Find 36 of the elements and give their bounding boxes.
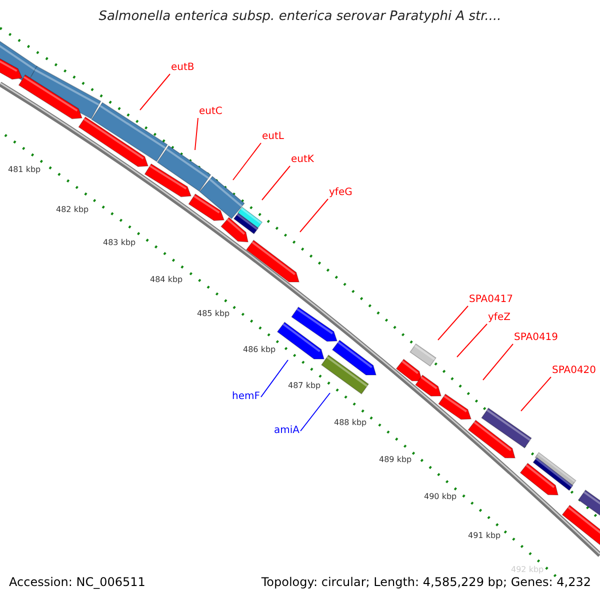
title: Salmonella enterica subsp. enterica serovar Paratyphi A str.... <box>98 10 502 23</box>
scale-label: 489 kbp <box>379 456 412 464</box>
scale-label: 487 kbp <box>288 382 321 390</box>
gene-label: yfeG <box>329 188 352 198</box>
genome-summary-text: Topology: circular; Length: 4,585,229 bp; Genes: 4,232 <box>261 576 591 588</box>
gene-label: eutC <box>199 107 222 117</box>
scale-label: 488 kbp <box>334 419 367 427</box>
leader-line <box>300 198 328 232</box>
scale-label: 481 kbp <box>8 166 41 174</box>
scale-label: 484 kbp <box>150 276 183 284</box>
leader-line <box>260 360 288 398</box>
gene-label: eutK <box>291 155 314 165</box>
leader-line <box>232 142 262 180</box>
gene-label: hemF <box>232 392 260 402</box>
gene-label: eutL <box>262 132 284 142</box>
leader-line <box>456 324 488 358</box>
scale-label: 482 kbp <box>56 206 89 214</box>
scale-label: 485 kbp <box>197 310 230 318</box>
scale-label: 490 kbp <box>424 493 457 501</box>
scale-label: 486 kbp <box>243 346 276 354</box>
gene-label: SPA0417 <box>469 295 514 305</box>
leader-line <box>438 306 468 340</box>
gene-label: SPA0419 <box>514 333 558 343</box>
leader-line <box>482 344 514 380</box>
leader-line <box>520 376 552 412</box>
leader-line <box>300 392 330 432</box>
leader-line <box>262 166 290 200</box>
gene-label: amiA <box>274 426 300 436</box>
scale-label: 491 kbp <box>468 532 501 540</box>
scale-label: 483 kbp <box>103 239 136 247</box>
leader-line <box>194 118 198 150</box>
gene-label: SPA0420 <box>552 366 596 376</box>
accession-text: Accession: NC_006511 <box>9 576 146 588</box>
gene-label: eutB <box>171 63 194 73</box>
leader-line <box>140 74 170 110</box>
gene-label: yfeZ <box>488 313 510 323</box>
